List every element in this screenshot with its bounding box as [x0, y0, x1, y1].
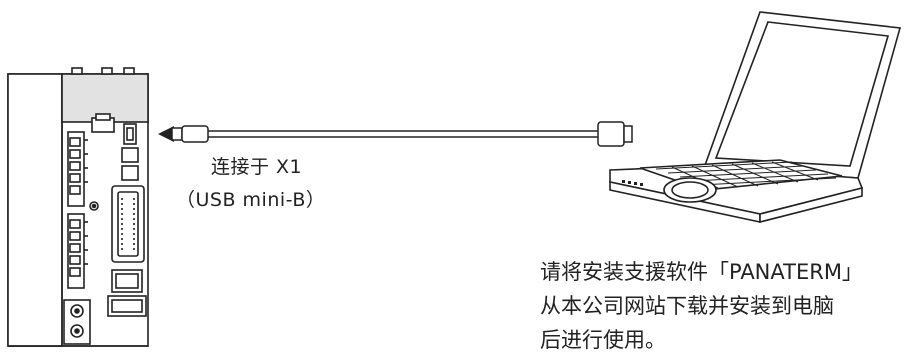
io-connector: [111, 185, 145, 263]
mini-b-plug: [171, 127, 183, 141]
servo-amplifier: [7, 67, 149, 347]
usb-a-plug: [597, 121, 625, 147]
instruction-line: 请将安装支援软件「PANATERM」: [540, 260, 863, 284]
usb-mini-b-label: （USB mini-B）: [176, 189, 326, 211]
x1-usb-port: [123, 123, 137, 145]
encoder-connector: [111, 269, 143, 293]
instruction-line: 从本公司网站下载并安装到电脑: [540, 294, 834, 318]
instruction-line: 后进行使用。: [540, 328, 666, 352]
laptop-computer: [609, 11, 902, 224]
servo-side-panel: [7, 73, 63, 347]
usb-cable: [171, 121, 633, 147]
software-install-instruction: 请将安装支援软件「PANATERM」 从本公司网站下载并安装到电脑 后进行使用。: [540, 255, 912, 357]
x1-connection-label: 连接于 X1: [211, 156, 303, 178]
